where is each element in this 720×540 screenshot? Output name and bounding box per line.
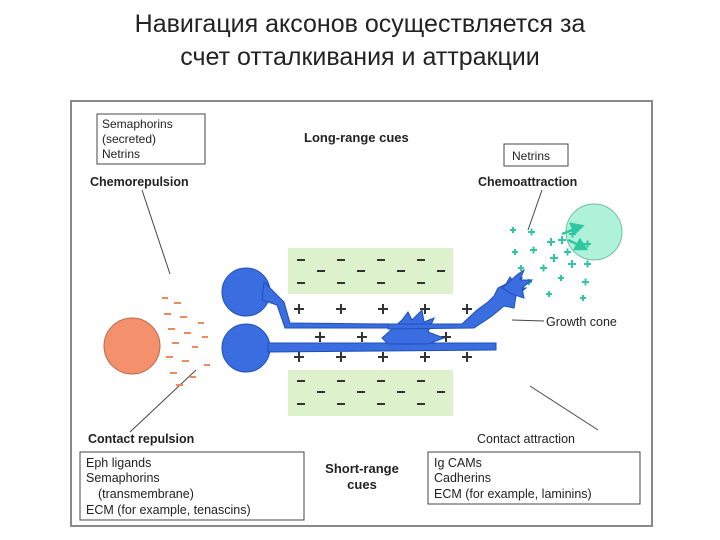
short-range-cues-line-2: cues — [347, 477, 377, 492]
semaphorins-line-2: (secreted) — [102, 132, 156, 146]
substrate-minus-signs — [297, 259, 445, 405]
netrins-box — [503, 143, 569, 167]
contact-repulsion-line-4: ECM (for example, tenascins) — [86, 503, 251, 517]
netrins-box-label: Netrins — [512, 149, 550, 163]
semaphorins-line-1: Semaphorins — [102, 117, 173, 131]
semaphorins-line-3: Netrins — [102, 147, 140, 161]
axon-plus-signs — [294, 304, 472, 362]
neuron-soma-bottom — [221, 323, 271, 373]
semaphorins-box — [96, 113, 206, 165]
substrate-box-top — [288, 248, 453, 294]
short-range-cues-line-1: Short-range — [325, 461, 399, 476]
axon-bottom — [267, 342, 497, 353]
contact-attraction-line-1: Ig CAMs — [434, 456, 482, 470]
contact-repulsion-line-3: (transmembrane) — [98, 487, 194, 501]
axon-guidance-figure: Semaphorins (secreted) Netrins Long-rang… — [70, 100, 653, 527]
chemoattraction-label: Chemoattraction — [478, 175, 577, 189]
chemorepulsion-label: Chemorepulsion — [90, 175, 189, 189]
title-line-1: Навигация аксонов осуществляется за — [134, 10, 586, 38]
contact-attraction-line-2: Cadherins — [434, 471, 491, 485]
repellent-minus-signs — [162, 297, 210, 386]
repellent-cell — [103, 317, 161, 375]
axon-upper-branch — [387, 276, 528, 330]
contact-repulsion-label: Contact repulsion — [88, 432, 194, 446]
contact-repulsion-box — [79, 451, 305, 521]
growth-cone-label: Growth cone — [546, 315, 617, 329]
title-line-2: счет отталкивания и аттракции — [180, 43, 540, 71]
contact-repulsion-line-2: Semaphorins — [86, 471, 160, 485]
axon-guidance-diagram: Semaphorins (secreted) Netrins Long-rang… — [79, 113, 641, 521]
contact-attraction-line-3: ECM (for example, laminins) — [434, 487, 592, 501]
contact-attraction-label: Contact attraction — [477, 432, 575, 446]
contact-repulsion-line-1: Eph ligands — [86, 456, 151, 470]
pointer-lines — [129, 189, 599, 433]
label-boxes — [79, 113, 641, 521]
slide-title: Навигация аксонов осуществляется за счет… — [0, 8, 720, 74]
growth-cone-top — [501, 268, 534, 299]
neurons — [221, 267, 534, 373]
contact-attraction-box — [427, 451, 641, 505]
long-range-cues-label: Long-range cues — [304, 130, 409, 145]
substrate-box-bottom — [288, 370, 453, 416]
attraction-arrows — [561, 222, 589, 251]
